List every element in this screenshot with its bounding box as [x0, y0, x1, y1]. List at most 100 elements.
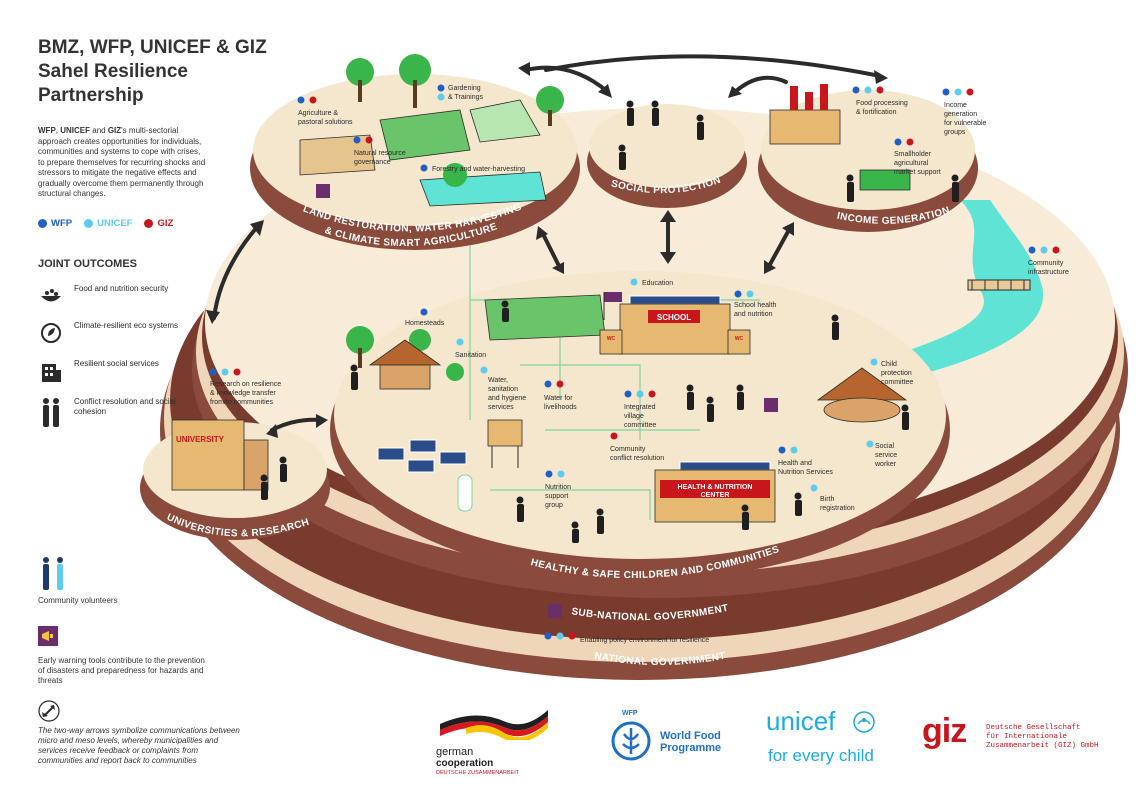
giz-logo-line-2: für Internationale	[986, 733, 1067, 742]
label-income-4: groups	[944, 129, 966, 136]
label-research-3: from/to communities	[210, 399, 274, 406]
outcome-eco: Climate-resilient eco systems	[38, 320, 188, 346]
partner-legend: WFP UNICEF GIZ	[38, 218, 173, 229]
intro-sep-2: and	[90, 126, 108, 135]
wc-sign-right: WC	[735, 336, 744, 342]
label-nutrition-group-1: Nutrition	[545, 484, 571, 491]
joint-outcomes-title: JOINT OUTCOMES	[38, 258, 137, 270]
giz-logo-line-3: Zusammenarbeit (GIZ) GmbH	[986, 742, 1099, 751]
outcome-eco-label: Climate-resilient eco systems	[74, 320, 178, 331]
legend-wfp-label: WFP	[51, 218, 72, 229]
label-smallholder-3: market support	[894, 169, 941, 176]
label-health-services-1: Health and	[778, 460, 812, 467]
label-food-processing-1: Food processing	[856, 100, 908, 107]
label-social-worker-1: Social	[875, 443, 895, 450]
label-child-protection-2: protection	[881, 370, 912, 377]
label-agriculture-2: pastoral solutions	[298, 119, 353, 126]
health-center-building: HEALTH & NUTRITION CENTER	[655, 470, 775, 522]
intro-giz: GIZ	[108, 126, 121, 135]
label-school-health-1: School health	[734, 302, 777, 309]
label-birth-registration-1: Birth	[820, 496, 835, 503]
giz-dot-icon	[144, 219, 153, 228]
giz-logo-line-1: Deutsche Gesellschaft	[986, 724, 1081, 733]
label-sanitation: Sanitation	[455, 352, 486, 359]
legend-giz: GIZ	[144, 218, 173, 229]
label-education: Education	[642, 280, 673, 287]
volunteers-icon	[38, 556, 70, 592]
label-natural-resource-2: governance	[354, 159, 391, 166]
intro-wfp: WFP	[38, 126, 56, 135]
outcome-conflict: Conflict resolution and social cohesion	[38, 396, 188, 430]
label-conflict-resolution-1: Community	[610, 446, 646, 453]
unicef-emblem-icon	[852, 710, 876, 734]
outcome-food: Food and nutrition security	[38, 283, 188, 309]
label-policy: Enabling policy environment for resilien…	[580, 637, 709, 644]
label-natural-resource-1: Natural resource	[354, 150, 406, 157]
label-research-2: & knowledge transfer	[210, 390, 276, 397]
outcome-conflict-label: Conflict resolution and social cohesion	[74, 396, 188, 417]
label-child-protection-3: committee	[881, 379, 913, 386]
health-center-sign-1: HEALTH & NUTRITION	[678, 484, 753, 491]
label-homesteads: Homesteads	[405, 320, 445, 327]
page-title: BMZ, WFP, UNICEF & GIZ Sahel Resilience …	[38, 36, 298, 108]
label-health-services-2: Nutrition Services	[778, 469, 833, 476]
unicef-tagline: for every child	[768, 746, 874, 766]
label-ivc-3: committee	[624, 422, 656, 429]
wc-sign-left: WC	[607, 336, 616, 342]
label-smallholder-1: Smallholder	[894, 151, 932, 158]
label-income-1: Income	[944, 102, 967, 109]
label-wash-1: Water,	[488, 377, 508, 384]
label-smallholder-2: agricultural	[894, 160, 929, 167]
outcome-services: Resilient social services	[38, 358, 188, 384]
label-wash-2: sanitation	[488, 386, 518, 393]
label-agriculture-1: Agriculture &	[298, 110, 338, 117]
giz-logo: giz Deutsche Gesellschaft für Internatio…	[922, 712, 1122, 762]
label-nutrition-group-3: group	[545, 502, 563, 509]
volunteers-note: Community volunteers	[38, 596, 118, 606]
german-flag-swoosh-icon	[436, 704, 556, 740]
early-warning-note: Early warning tools contribute to the pr…	[38, 656, 213, 686]
label-school-health-2: and nutrition	[734, 311, 773, 318]
legend-unicef-label: UNICEF	[97, 218, 132, 229]
label-ivc-2: village	[624, 413, 644, 420]
german-logo-line-1: german	[436, 747, 556, 758]
title-line-2: Sahel Resilience	[38, 60, 298, 84]
label-gardening-2: & Trainings	[448, 94, 484, 101]
legend-giz-label: GIZ	[157, 218, 173, 229]
people-icon	[38, 396, 64, 430]
health-center-sign-2: CENTER	[701, 492, 730, 499]
intro-unicef: UNICEF	[60, 126, 90, 135]
label-infrastructure-2: infrastructure	[1028, 269, 1069, 276]
label-food-processing-2: & fortification	[856, 109, 897, 116]
german-logo-line-3: DEUTSCHE ZUSAMMENARBEIT	[436, 769, 556, 777]
legend-wfp: WFP	[38, 218, 72, 229]
outcome-services-label: Resilient social services	[74, 358, 159, 369]
eco-cycle-icon	[38, 320, 64, 346]
label-wash-4: services	[488, 404, 514, 411]
label-nutrition-group-2: support	[545, 493, 568, 500]
label-child-protection-1: Child	[881, 361, 897, 368]
label-water-livelihoods-1: Water for	[544, 395, 573, 402]
wfp-emblem-icon	[606, 716, 656, 766]
arrows-note: The two-way arrows symbolize communicati…	[38, 726, 243, 766]
label-birth-registration-2: registration	[820, 505, 855, 512]
unicef-logo: unicef for every child	[766, 706, 896, 770]
label-research-1: Research on resilience	[210, 381, 281, 388]
german-logo-line-2: cooperation	[436, 758, 556, 769]
bridge	[968, 280, 1030, 290]
intro-text: 's multi-sectorial approach creates oppo…	[38, 126, 205, 198]
megaphone-icon	[38, 626, 58, 646]
label-conflict-resolution-2: conflict resolution	[610, 455, 664, 462]
university-sign: UNIVERSITY	[176, 435, 225, 444]
school-sign: SCHOOL	[657, 313, 691, 322]
wfp-logo-line-1: World Food	[660, 730, 721, 742]
german-cooperation-logo: german cooperation DEUTSCHE ZUSAMMENARBE…	[436, 704, 556, 774]
title-line-1: BMZ, WFP, UNICEF & GIZ	[38, 36, 298, 60]
label-forestry: Forestry and water-harvesting	[432, 166, 525, 173]
building-icon	[38, 358, 64, 384]
wfp-logo-line-2: Programme	[660, 742, 721, 754]
label-ivc-1: Integrated	[624, 404, 656, 411]
label-infrastructure-1: Community	[1028, 260, 1064, 267]
label-social-worker-2: service	[875, 452, 897, 459]
wfp-logo: WFP World Food Programme	[606, 710, 736, 766]
